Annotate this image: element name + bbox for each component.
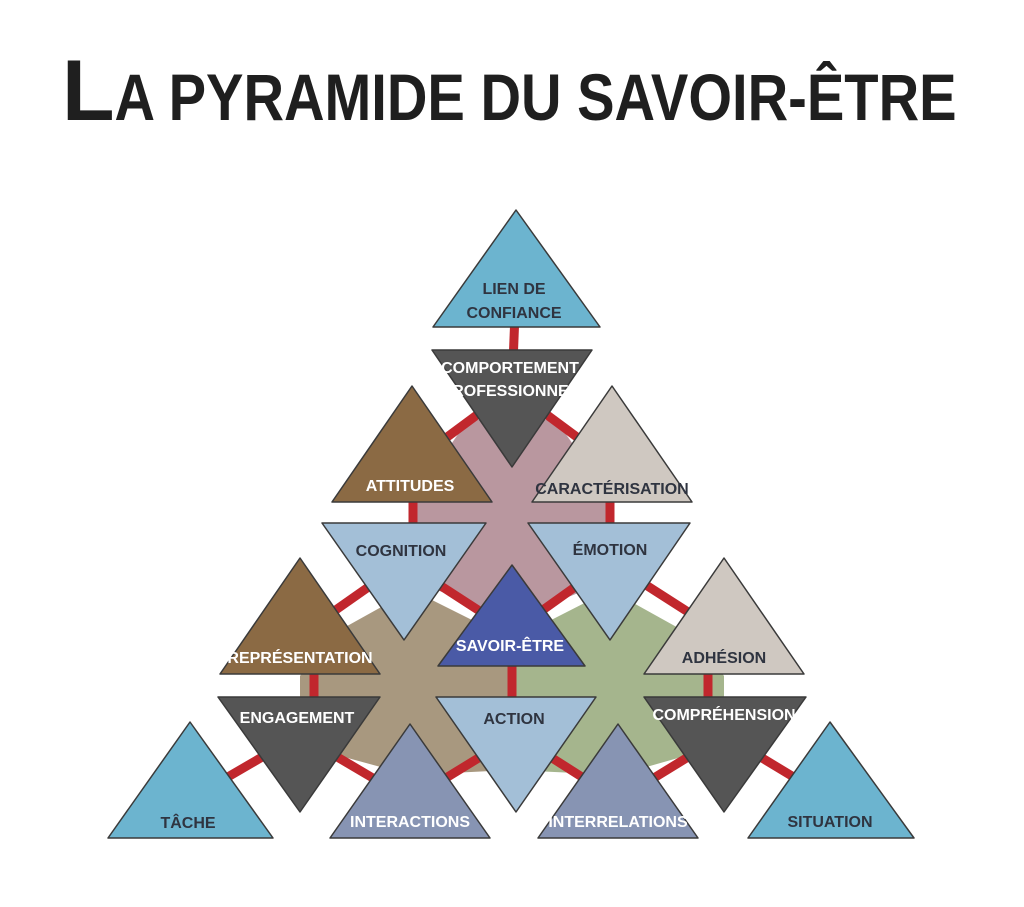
title-rest: A PYRAMIDE DU SAVOIR-ÊTRE xyxy=(115,60,957,134)
node-label: ATTITUDES xyxy=(366,478,455,495)
page-title: LA PYRAMIDE DU SAVOIR-ÊTRE xyxy=(62,43,957,139)
node-label: SAVOIR-ÊTRE xyxy=(456,636,564,655)
node-caracterisation: CARACTÉRISATION xyxy=(531,385,693,503)
node-label: COGNITION xyxy=(356,543,447,560)
node-label: INTERACTIONS xyxy=(350,814,470,831)
node-label: SITUATION xyxy=(787,814,872,831)
node-label: ÉMOTION xyxy=(573,540,648,559)
node-comprehension: COMPRÉHENSION xyxy=(643,696,807,813)
node-label: INTERRELATIONS xyxy=(548,814,688,831)
node-representation: REPRÉSENTATION xyxy=(219,557,381,675)
node-lien-de-confiance: LIEN DE CONFIANCE xyxy=(432,209,601,328)
node-action: ACTION xyxy=(435,696,597,813)
node-comportement-professionnel: COMPORTEMENT PROFESSIONNEL xyxy=(431,349,593,468)
node-cognition: COGNITION xyxy=(321,522,487,641)
node-label: ENGAGEMENT xyxy=(240,710,355,727)
node-attitudes: ATTITUDES xyxy=(331,385,493,503)
node-interactions: INTERACTIONS xyxy=(329,723,491,839)
node-engagement: ENGAGEMENT xyxy=(217,696,381,813)
node-tache: TÂCHE xyxy=(107,721,274,839)
node-label: CARACTÉRISATION xyxy=(535,479,688,498)
node-label: COMPORTEMENT xyxy=(441,360,579,377)
node-label: PROFESSIONNEL xyxy=(442,383,579,400)
node-savoir-etre: SAVOIR-ÊTRE xyxy=(437,564,586,667)
node-label: ADHÉSION xyxy=(682,648,766,667)
node-label: COMPRÉHENSION xyxy=(652,705,795,724)
node-interrelations: INTERRELATIONS xyxy=(537,723,699,839)
node-adhesion: ADHÉSION xyxy=(643,557,805,675)
node-label: LIEN DE xyxy=(482,281,545,298)
node-emotion: ÉMOTION xyxy=(527,522,691,641)
title-initial: L xyxy=(62,43,115,139)
node-situation: SITUATION xyxy=(747,721,915,839)
node-label: CONFIANCE xyxy=(466,305,561,322)
node-label: TÂCHE xyxy=(160,813,215,832)
node-label: REPRÉSENTATION xyxy=(227,648,372,667)
node-label: ACTION xyxy=(483,711,544,728)
